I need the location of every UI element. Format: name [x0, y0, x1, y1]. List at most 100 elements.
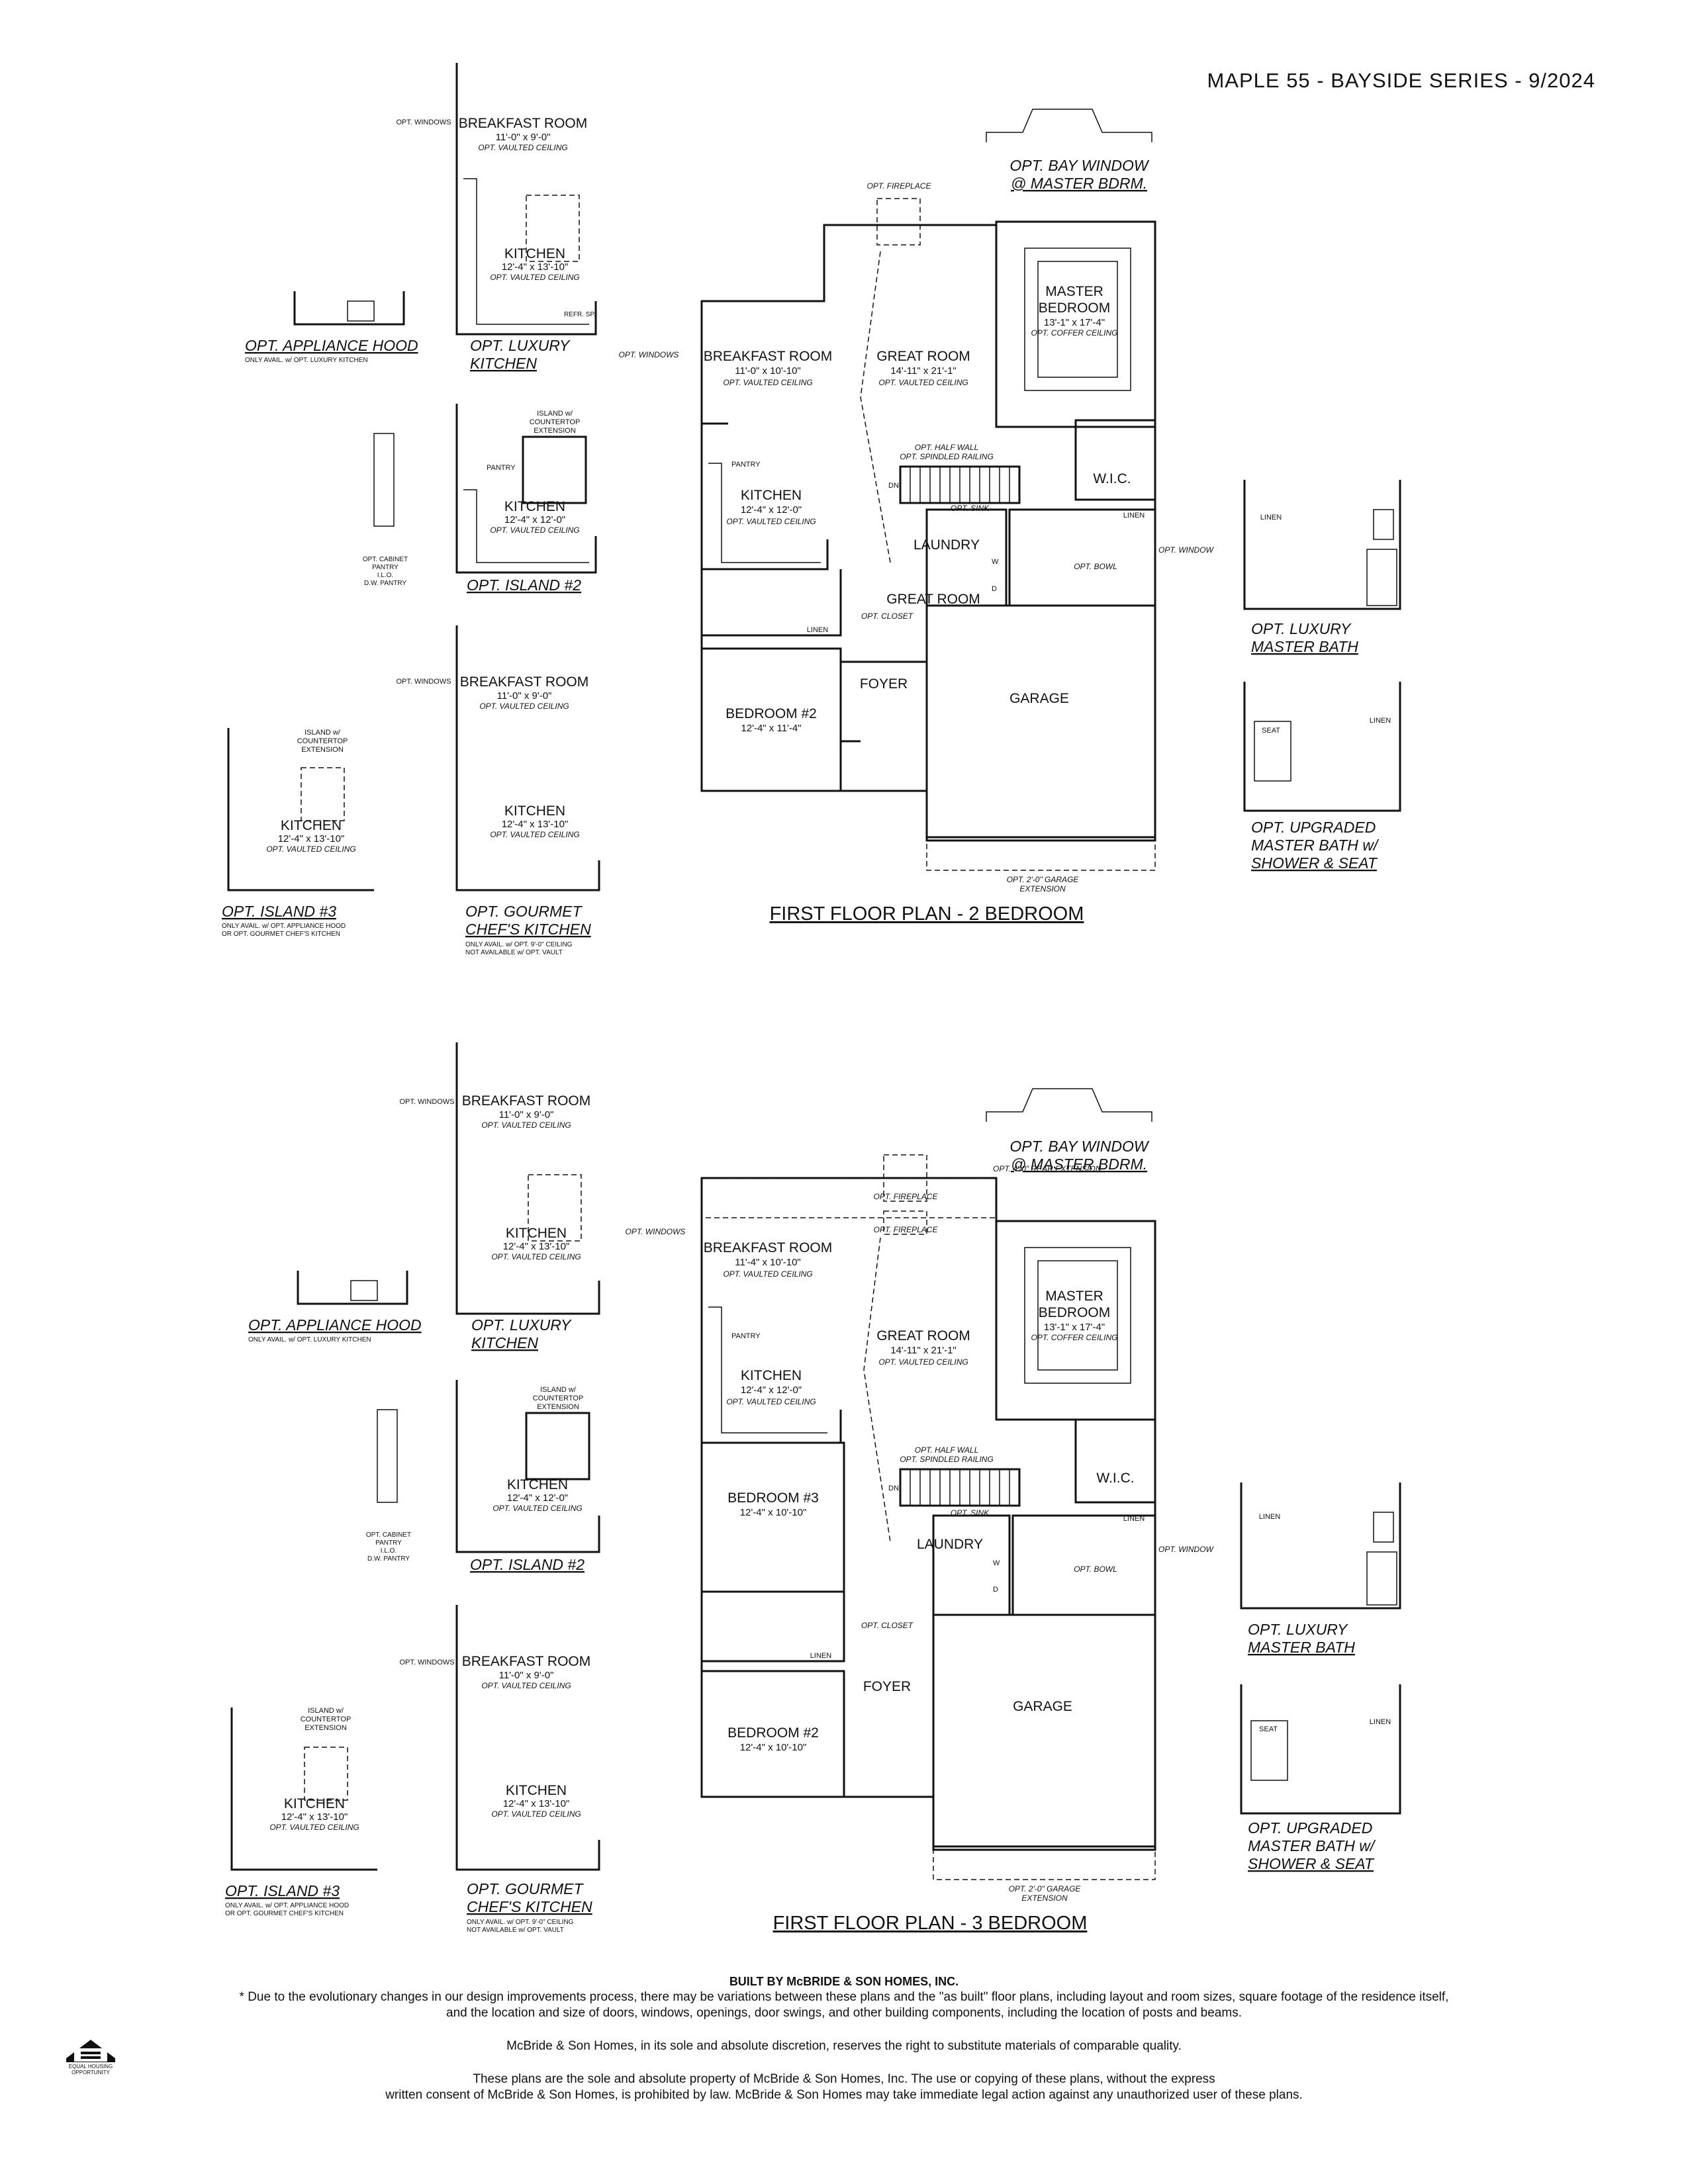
island3-block — [304, 1747, 348, 1801]
island3-ext-2: COUNTERTOP — [297, 737, 348, 745]
appliance-hood-option: OPT. APPLIANCE HOOD — [248, 1316, 422, 1334]
island3-ext-1: ISLAND w/ — [308, 1707, 344, 1715]
appliance-hood-option: OPT. APPLIANCE HOOD — [245, 337, 418, 354]
opt-fireplace-ext-label: OPT. FIREPLACE — [874, 1192, 939, 1201]
half-wall-label: OPT. HALF WALL — [915, 1445, 979, 1455]
equal-housing-text: EQUAL HOUSING OPPORTUNITY — [61, 2064, 120, 2075]
island3-ext-3: EXTENSION — [305, 1724, 347, 1732]
property-line-1: These plans are the sole and absolute pr… — [473, 2072, 1215, 2086]
hood-symbol — [350, 1280, 378, 1301]
laundry-walls — [932, 1514, 1011, 1616]
island-ext-1: ISLAND w/ — [540, 1386, 577, 1394]
stair-treads — [910, 1469, 1010, 1506]
gourmet-opt-windows: OPT. WINDOWS — [396, 678, 451, 686]
upgraded-bath-shower — [1250, 1720, 1288, 1781]
hall-linen-label: LINEN — [810, 1652, 831, 1660]
gourmet-walls — [455, 1605, 600, 1871]
island3-kitchen-note: OPT. VAULTED CEILING — [266, 844, 355, 854]
gourmet-breakfast-label: BREAKFAST ROOM — [460, 674, 589, 690]
fireplace — [876, 198, 921, 246]
master-bedroom-label-2: BEDROOM — [1039, 1305, 1111, 1320]
kitchen-dim: 12'-4" x 13'-10" — [503, 1241, 570, 1252]
opt-fireplace-label: OPT. FIREPLACE — [867, 181, 932, 191]
opt-closet-label: OPT. CLOSET — [861, 612, 914, 621]
island-ext-2: COUNTERTOP — [533, 1394, 584, 1402]
cab-pantry-ilo-3: I.L.O. — [377, 572, 393, 579]
bay-window-option-2: @ MASTER BDRM. — [1011, 175, 1147, 192]
garage-ext-label-2: EXTENSION — [1021, 1893, 1068, 1903]
island2-kitchen-note: OPT. VAULTED CEILING — [492, 1504, 582, 1513]
spindled-label: OPT. SPINDLED RAILING — [900, 452, 994, 461]
island3-block — [301, 767, 345, 821]
island3-option: OPT. ISLAND #3 — [222, 903, 336, 920]
garage-extension — [933, 1849, 1156, 1880]
half-wall-label: OPT. HALF WALL — [915, 443, 979, 452]
luxury-bath-linen: LINEN — [1259, 1513, 1280, 1521]
luxury-kitchen-option-1: OPT. LUXURY — [471, 1316, 572, 1334]
opt-fireplace-label: OPT. FIREPLACE — [874, 1225, 939, 1234]
upgraded-bath-option-2: MASTER BATH w/ — [1251, 837, 1380, 854]
hall-linen-label: LINEN — [807, 626, 828, 634]
island2-walls — [455, 1380, 600, 1553]
pantry-label: PANTRY — [731, 461, 761, 469]
upgraded-bath-option-3: SHOWER & SEAT — [1251, 854, 1378, 872]
breakfast-room-note: OPT. VAULTED CEILING — [481, 1120, 571, 1130]
garage-walls — [932, 1614, 1156, 1851]
laundry-label: LAUNDRY — [917, 1537, 983, 1552]
kitchen-options-top: OPT. WINDOWS BREAKFAST ROOM 11'-0" x 9'-… — [222, 63, 600, 956]
gourmet-breakfast-note: OPT. VAULTED CEILING — [481, 1681, 571, 1690]
luxury-bath-linen: LINEN — [1260, 514, 1282, 522]
kitchen-dim: 12'-4" x 12'-0" — [741, 1385, 802, 1396]
rear-ext-label: OPT. 4'-0" REAR EXTENSION — [993, 1164, 1102, 1173]
kitchen-dim: 12'-4" x 12'-0" — [741, 504, 802, 516]
foyer-label: FOYER — [863, 1679, 911, 1694]
kitchen-note: OPT. VAULTED CEILING — [726, 517, 816, 526]
breakfast-room-label: BREAKFAST ROOM — [704, 1240, 833, 1255]
luxury-bath-tub — [1366, 549, 1397, 606]
breakfast-room-note: OPT. VAULTED CEILING — [478, 143, 567, 152]
gourmet-breakfast-note: OPT. VAULTED CEILING — [479, 702, 569, 711]
disclaimer-line-1: * Due to the evolutionary changes in our… — [239, 1990, 1449, 2004]
opt-bowl-label: OPT. BOWL — [1074, 1565, 1117, 1574]
luxury-bath-shower — [1373, 509, 1394, 540]
appliance-hood-walls — [293, 291, 405, 326]
appliance-hood-note: ONLY AVAIL. w/ OPT. LUXURY KITCHEN — [248, 1336, 371, 1343]
cab-pantry-ilo-2: PANTRY — [372, 564, 399, 571]
linen-label: LINEN — [1123, 512, 1145, 520]
cabinet-pantry — [377, 1409, 398, 1503]
garage-label: GARAGE — [1009, 691, 1069, 706]
master-bedroom-label-1: MASTER — [1045, 284, 1103, 299]
breakfast-room-dim: 11'-0" x 9'-0" — [496, 132, 551, 143]
bedroom-2-walls — [700, 647, 842, 792]
master-bedroom-walls — [995, 1220, 1156, 1421]
gourmet-note-1: ONLY AVAIL. w/ OPT. 9'-0" CEILING — [465, 941, 573, 948]
vault-line — [860, 251, 891, 563]
luxury-kitchen-option-2: KITCHEN — [470, 355, 537, 372]
bay-window — [986, 109, 1152, 142]
great-room-bottom-label: GREAT ROOM — [886, 592, 980, 607]
opt-windows-label: OPT. WINDOWS — [626, 1227, 686, 1236]
upgraded-bath-shower — [1254, 721, 1291, 782]
kitchen-label: KITCHEN — [506, 1226, 567, 1241]
breakfast-room-label: BREAKFAST ROOM — [462, 1093, 591, 1109]
kitchen-dim: 12'-4" x 13'-10" — [502, 261, 569, 273]
garage-ext-label-2: EXTENSION — [1019, 884, 1066, 893]
equal-housing-line-1: EQUAL HOUSING — [68, 2064, 113, 2070]
island-ext-3: EXTENSION — [534, 427, 576, 435]
island3-ext-1: ISLAND w/ — [305, 729, 341, 737]
bath-options-bottom: LINEN OPT. LUXURY MASTER BATH SEAT LINEN… — [1240, 1482, 1401, 1872]
opt-sink-label: OPT. SINK — [951, 504, 990, 513]
island2-pantry-label: PANTRY — [487, 464, 516, 472]
wic-walls — [1074, 1418, 1156, 1504]
opt-closet-label: OPT. CLOSET — [861, 1621, 914, 1630]
kitchen-note: OPT. VAULTED CEILING — [491, 1252, 581, 1261]
island2-walls — [455, 404, 597, 574]
bedroom-3-walls — [700, 1441, 845, 1593]
gourmet-breakfast-label: BREAKFAST ROOM — [462, 1654, 591, 1669]
bedroom-3-label: BEDROOM #3 — [727, 1490, 819, 1506]
upgraded-bath-walls — [1243, 682, 1401, 812]
gourmet-kitchen-note: OPT. VAULTED CEILING — [490, 830, 579, 839]
island3-kitchen-note: OPT. VAULTED CEILING — [269, 1823, 359, 1832]
gourmet-opt-windows: OPT. WINDOWS — [399, 1659, 454, 1666]
luxury-bath-option-2: MASTER BATH — [1251, 638, 1358, 655]
